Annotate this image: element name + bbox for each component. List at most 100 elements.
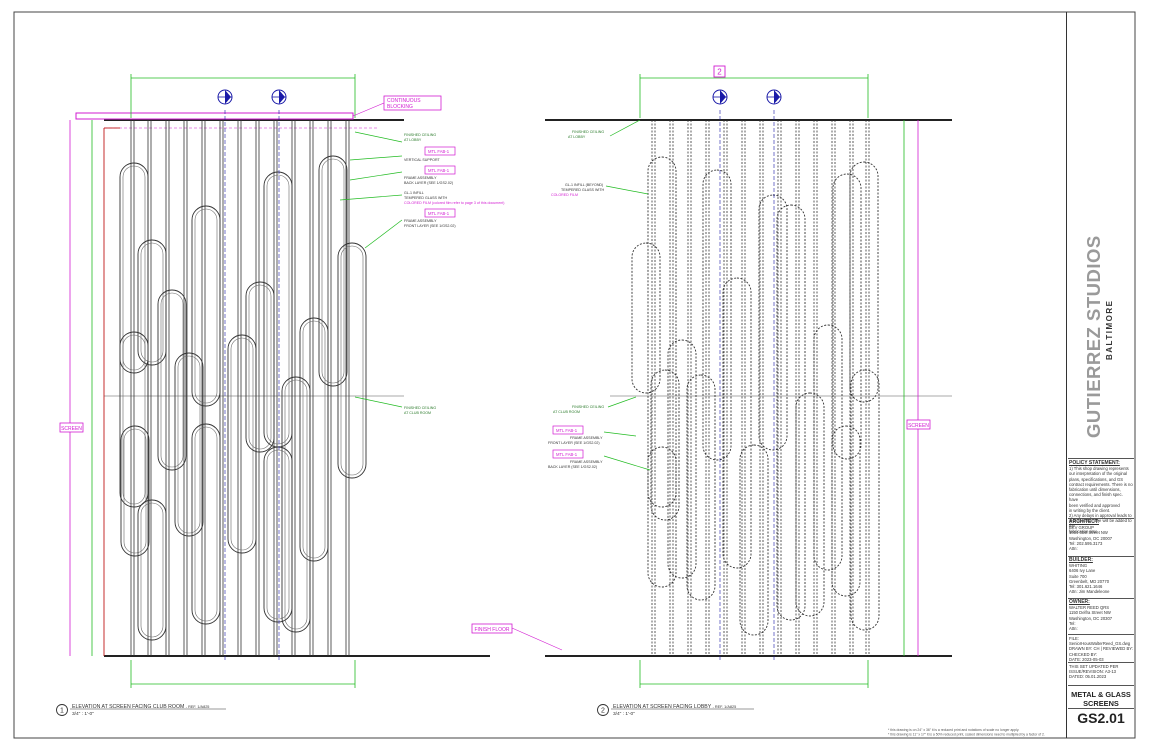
glass-panel (650, 369, 680, 521)
glass-panel-inner (266, 449, 290, 620)
updated-line: THIS SET UPDATED PER (1069, 664, 1119, 669)
fab-front-label: FRAME ASSEMBLY FRONT LAYER (SEE 1/GS2.02… (548, 436, 603, 445)
glass-panel (702, 169, 732, 461)
owner-line: Washington, DC 20307 (1069, 615, 1113, 621)
glass-panel (831, 425, 861, 597)
builder-line: 6406 Ivy Lane (1069, 568, 1096, 574)
logo-main-text: GUTIERREZ STUDIOS (1083, 235, 1104, 438)
fab-front-tag (552, 425, 584, 435)
glass-panel (119, 331, 149, 508)
glass-panel (758, 194, 788, 451)
policy-line: been verified and approved (1069, 502, 1120, 508)
architect-line: BKV GROUP (1069, 525, 1094, 531)
policy-line: in writing by the client. (1069, 507, 1111, 513)
continuous-blocking-label: CONTINUOUS BLOCKING (387, 98, 422, 110)
sheet-number: GS2.01 (1077, 710, 1125, 726)
policy-line: our interpretation of the original (1069, 471, 1127, 477)
vertical-supports (130, 120, 350, 656)
elevation-2-title: ELEVATION AT SCREEN FACING LOBBY - REF. … (613, 704, 736, 710)
policy-line: 2) Any delays in approval leads to (1069, 513, 1132, 519)
title-block-divider (1068, 685, 1134, 686)
glass-panel-inner (123, 428, 147, 554)
glass-infill-panels-2 (631, 156, 880, 636)
fab-back-tag-text: MTL FAB-1 (556, 452, 578, 457)
fab-back-label: FRAME ASSEMBLY BACK LAYER (SEE 1/GS2.02) (548, 460, 603, 469)
vertical-supports-2 (651, 120, 870, 656)
updated-line: ISSUE/REVISION: A3-13 (1069, 669, 1117, 675)
glass-panel-inner (230, 337, 254, 551)
owner-line: WALTER REED QRS (1069, 605, 1110, 611)
policy-line: plans, specifications, and GS (1069, 476, 1124, 482)
fab-back-tag (552, 449, 584, 459)
elevation-2-scale: 3/4" : 1'-0" (613, 711, 635, 717)
glass-panel (245, 281, 275, 453)
owner-line: Attn: (1069, 626, 1078, 632)
glass-panel (318, 155, 348, 387)
glass-panel (137, 239, 167, 366)
screen-tag-right (906, 419, 931, 430)
policy-line: 1) This shop drawing represents (1069, 466, 1129, 472)
centerline-symbol-a (217, 89, 233, 105)
architect-heading: ARCHITECT: (1069, 519, 1099, 525)
glass-panel-inner (160, 292, 184, 468)
builder-line: Greenbelt, MD 20770 (1069, 578, 1110, 584)
finished-ceiling-lobby-label: FINISHED CEILING AT LOBBY (404, 133, 437, 142)
logo-sub-text: BALTIMORE (1105, 300, 1114, 360)
vertical-support-tag-text: MTL FAB-1 (428, 149, 450, 154)
policy-line: connections, and finish spec. have (1069, 492, 1123, 503)
file-line: DATE: 2023-05-03 (1069, 656, 1104, 662)
glass-panel-inner (284, 379, 308, 630)
file-line: CHECKED BY: (1069, 651, 1098, 657)
glass-panel-inner (321, 158, 345, 384)
builder-line: Tel: 301.621.1646 (1069, 584, 1103, 590)
glass-panel-inner (122, 334, 146, 505)
glass-panel-inner (194, 426, 218, 622)
glass-panel (227, 334, 257, 554)
title-block-divider (1068, 598, 1134, 599)
glass-panel (795, 392, 825, 617)
screen-tag-right-text: SCREEN (908, 423, 929, 429)
continuous-blocking (75, 112, 354, 120)
finished-ceiling-lobby-label-2: FINISHED CEILING AT LOBBY (568, 130, 605, 139)
glass-panel (191, 205, 221, 407)
sheet-border (13, 11, 1136, 739)
glass-panel (849, 161, 879, 403)
glass-infill-panels (119, 155, 367, 641)
glass-panel (776, 204, 806, 621)
elevation-2-bubble (597, 704, 609, 716)
file-line: DRAWN BY: CH | REVIEWED BY: (1069, 646, 1133, 652)
glass-panel (667, 339, 697, 579)
title-block-divider (1068, 708, 1134, 709)
elevation-1-number: 1 (60, 708, 64, 715)
sheet-title: METAL & GLASS SCREENS (1068, 690, 1134, 708)
frame-back-label: FRAME ASSEMBLY BACK LAYER (SEE 1/GS2.02) (404, 176, 453, 185)
owner-heading: OWNER: (1069, 599, 1090, 605)
updated-line: DATED: 05.01.2023 (1069, 674, 1107, 680)
glass-panel (739, 444, 769, 636)
glass-panel (647, 446, 677, 588)
glass-panel (174, 352, 204, 537)
glass-panel (850, 369, 880, 631)
finish-floor-label: FINISH FLOOR (474, 627, 509, 633)
section-tag-number: 2 (717, 68, 722, 77)
builder-heading: BUILDER: (1069, 557, 1093, 563)
title-block-divider (1068, 458, 1134, 459)
gl-infill-label: GL-1 INFILL TEMPERED GLASS WITH COLORED … (404, 191, 504, 205)
frame-front-tag (424, 208, 456, 218)
sheet-title-line-2: SCREENS (1083, 699, 1119, 708)
centerline-symbol-b (271, 89, 287, 105)
glass-panel (191, 423, 221, 625)
glass-panel-inner (248, 284, 272, 450)
builder-line: Attn: Jim Mandeleone (1069, 589, 1110, 595)
glass-panel-inner (140, 502, 164, 638)
frame-back-tag-text: MTL FAB-1 (428, 168, 450, 173)
section-tag (713, 65, 726, 78)
glass-panel-inner (140, 242, 164, 363)
